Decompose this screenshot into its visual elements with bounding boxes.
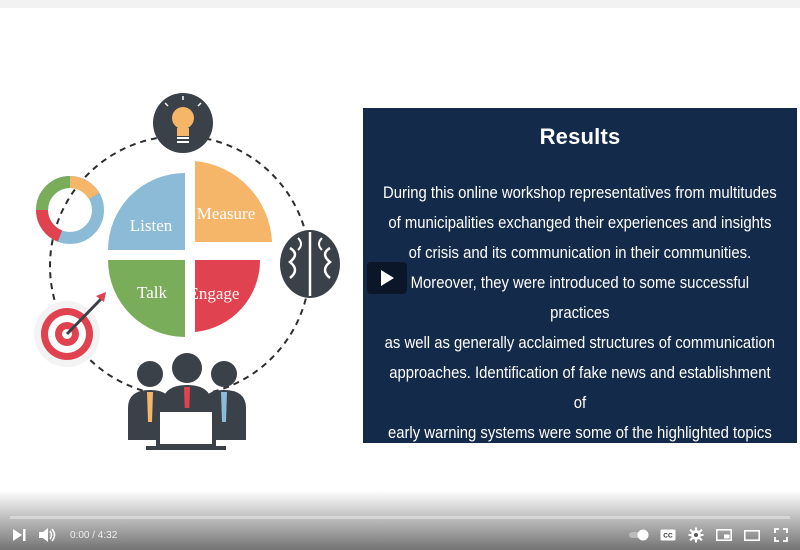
miniplayer-icon [716, 529, 732, 541]
results-body: During this online workshop representati… [381, 178, 779, 478]
theater-mode-button[interactable] [738, 522, 766, 548]
big-play-button[interactable] [367, 262, 407, 294]
communication-infographic: Listen Measure Talk Engage [34, 93, 340, 450]
results-panel: Results During this online workshop repr… [363, 108, 797, 472]
play-next-icon [13, 529, 26, 541]
settings-button[interactable] [682, 522, 710, 548]
quadrant-talk [108, 260, 185, 337]
autoplay-toggle-icon [629, 529, 649, 541]
results-line: Moreover, they were introduced to some s… [410, 274, 750, 322]
top-strip [0, 0, 800, 8]
volume-button[interactable] [34, 522, 60, 548]
play-next-button[interactable] [4, 522, 34, 548]
results-line: approaches. Identification of fake news … [389, 364, 771, 412]
quadrant-label-engage: Engage [189, 284, 240, 303]
donut-chart-icon [36, 176, 104, 244]
quadrant-measure [195, 161, 272, 242]
time-display: 0:00 / 4:32 [70, 529, 118, 541]
results-line: of municipalities exchanged their experi… [388, 214, 772, 232]
results-line: discussed during the event. [489, 454, 671, 472]
quadrant-listen [108, 173, 185, 250]
big-play-icon [381, 270, 394, 286]
quadrant-chart: Listen Measure Talk Engage [108, 161, 272, 337]
results-line: early warning systems were some of the h… [388, 424, 772, 442]
quadrant-label-talk: Talk [137, 283, 167, 302]
quadrant-label-measure: Measure [197, 204, 256, 223]
control-bar: 0:00 / 4:32 CC [0, 522, 800, 548]
captions-button[interactable]: CC [654, 522, 682, 548]
theater-mode-icon [744, 529, 760, 541]
brain-icon [280, 230, 340, 298]
results-line: of crisis and its communication in their… [408, 244, 752, 262]
results-line: as well as generally acclaimed structure… [384, 334, 776, 352]
results-line: During this online workshop representati… [383, 184, 777, 202]
fullscreen-button[interactable] [766, 522, 796, 548]
settings-gear-icon [688, 527, 704, 543]
volume-icon [39, 528, 56, 542]
svg-text:CC: CC [663, 533, 673, 540]
results-title: Results [539, 124, 621, 149]
target-icon [34, 292, 106, 367]
progress-bar[interactable] [10, 516, 790, 519]
lightbulb-icon [153, 93, 213, 153]
quadrant-label-listen: Listen [130, 216, 173, 235]
autoplay-toggle[interactable] [624, 522, 654, 548]
miniplayer-button[interactable] [710, 522, 738, 548]
captions-icon: CC [660, 529, 676, 541]
video-frame[interactable]: Listen Measure Talk Engage [0, 8, 800, 498]
team-laptop-icon [128, 353, 246, 450]
fullscreen-icon [774, 528, 788, 542]
quadrant-engage [195, 260, 261, 332]
